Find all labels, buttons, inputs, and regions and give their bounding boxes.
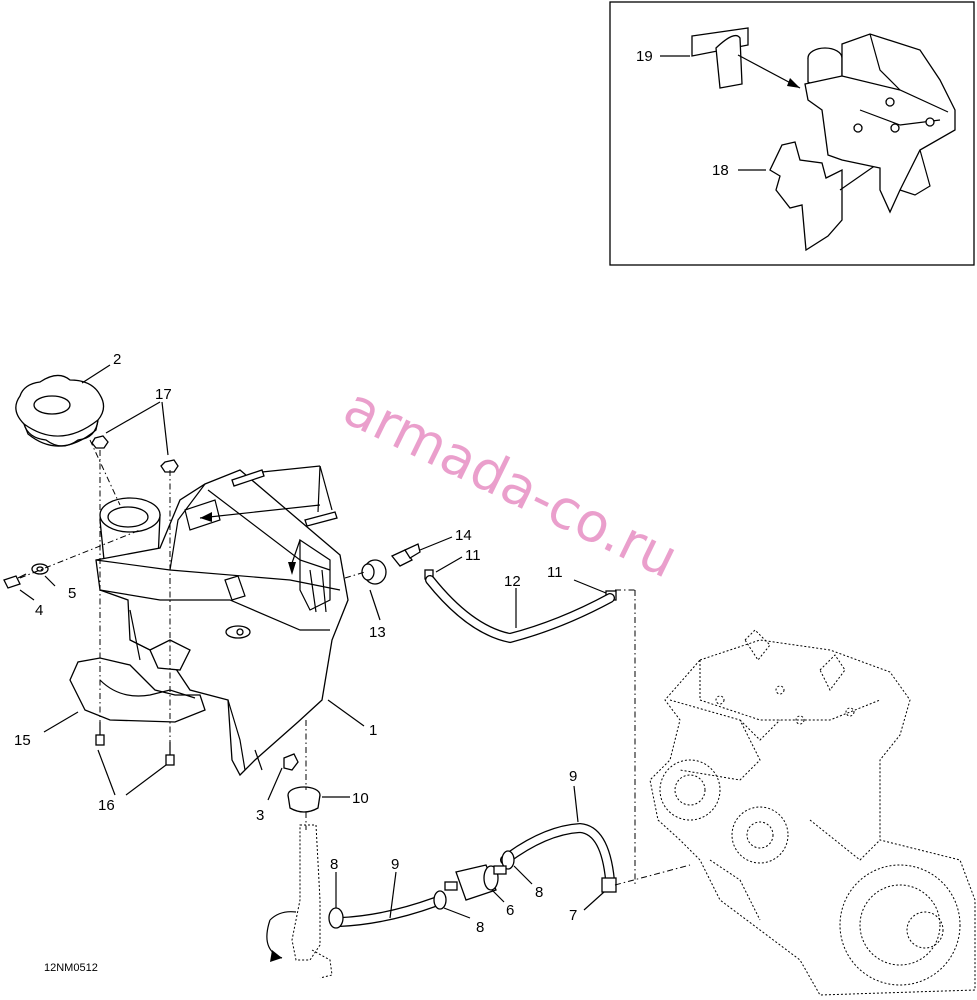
watermark: armada-co.ru (334, 375, 687, 590)
decal-part (691, 27, 801, 89)
callout-8: 8 (330, 856, 338, 873)
drawing-code: 12NM0512 (44, 962, 98, 974)
callout-9: 9 (569, 768, 577, 785)
callout-6: 6 (506, 902, 514, 919)
heat-shield (69, 639, 206, 723)
callout-16: 16 (98, 797, 115, 814)
inset-panel: 19 18 (609, 1, 975, 266)
callout-12: 12 (504, 573, 521, 590)
inset-tank (804, 33, 956, 214)
callout-17: 17 (155, 386, 172, 403)
callout-leaders (19, 364, 607, 919)
callout-14: 14 (455, 527, 472, 544)
callout-4: 4 (35, 602, 43, 619)
supply-hoses (266, 822, 617, 979)
callout-10: 10 (352, 790, 369, 807)
callout-2: 2 (113, 351, 121, 368)
coolant-reservoir (95, 469, 349, 777)
centerlines (19, 439, 691, 886)
overflow-hose (425, 575, 615, 644)
callout-8: 8 (535, 884, 543, 901)
callout-8: 8 (476, 919, 484, 936)
callout-11: 11 (547, 564, 563, 581)
callout-7: 7 (569, 907, 577, 924)
reservoir-cap (15, 374, 105, 447)
callout-15: 15 (14, 732, 31, 749)
callout-numbers: 2 17 5 4 13 14 11 12 11 1 15 16 3 10 8 9… (14, 351, 577, 936)
callout-5: 5 (68, 585, 76, 602)
callout-3: 3 (256, 807, 264, 824)
callout-1: 1 (369, 722, 377, 739)
callout-13: 13 (369, 624, 386, 641)
inset-label-19: 19 (636, 48, 653, 65)
callout-11: 11 (465, 547, 481, 564)
inset-label-18: 18 (712, 162, 729, 179)
engine-outline (649, 629, 976, 996)
label-tags (199, 465, 338, 575)
callout-9: 9 (391, 856, 399, 873)
